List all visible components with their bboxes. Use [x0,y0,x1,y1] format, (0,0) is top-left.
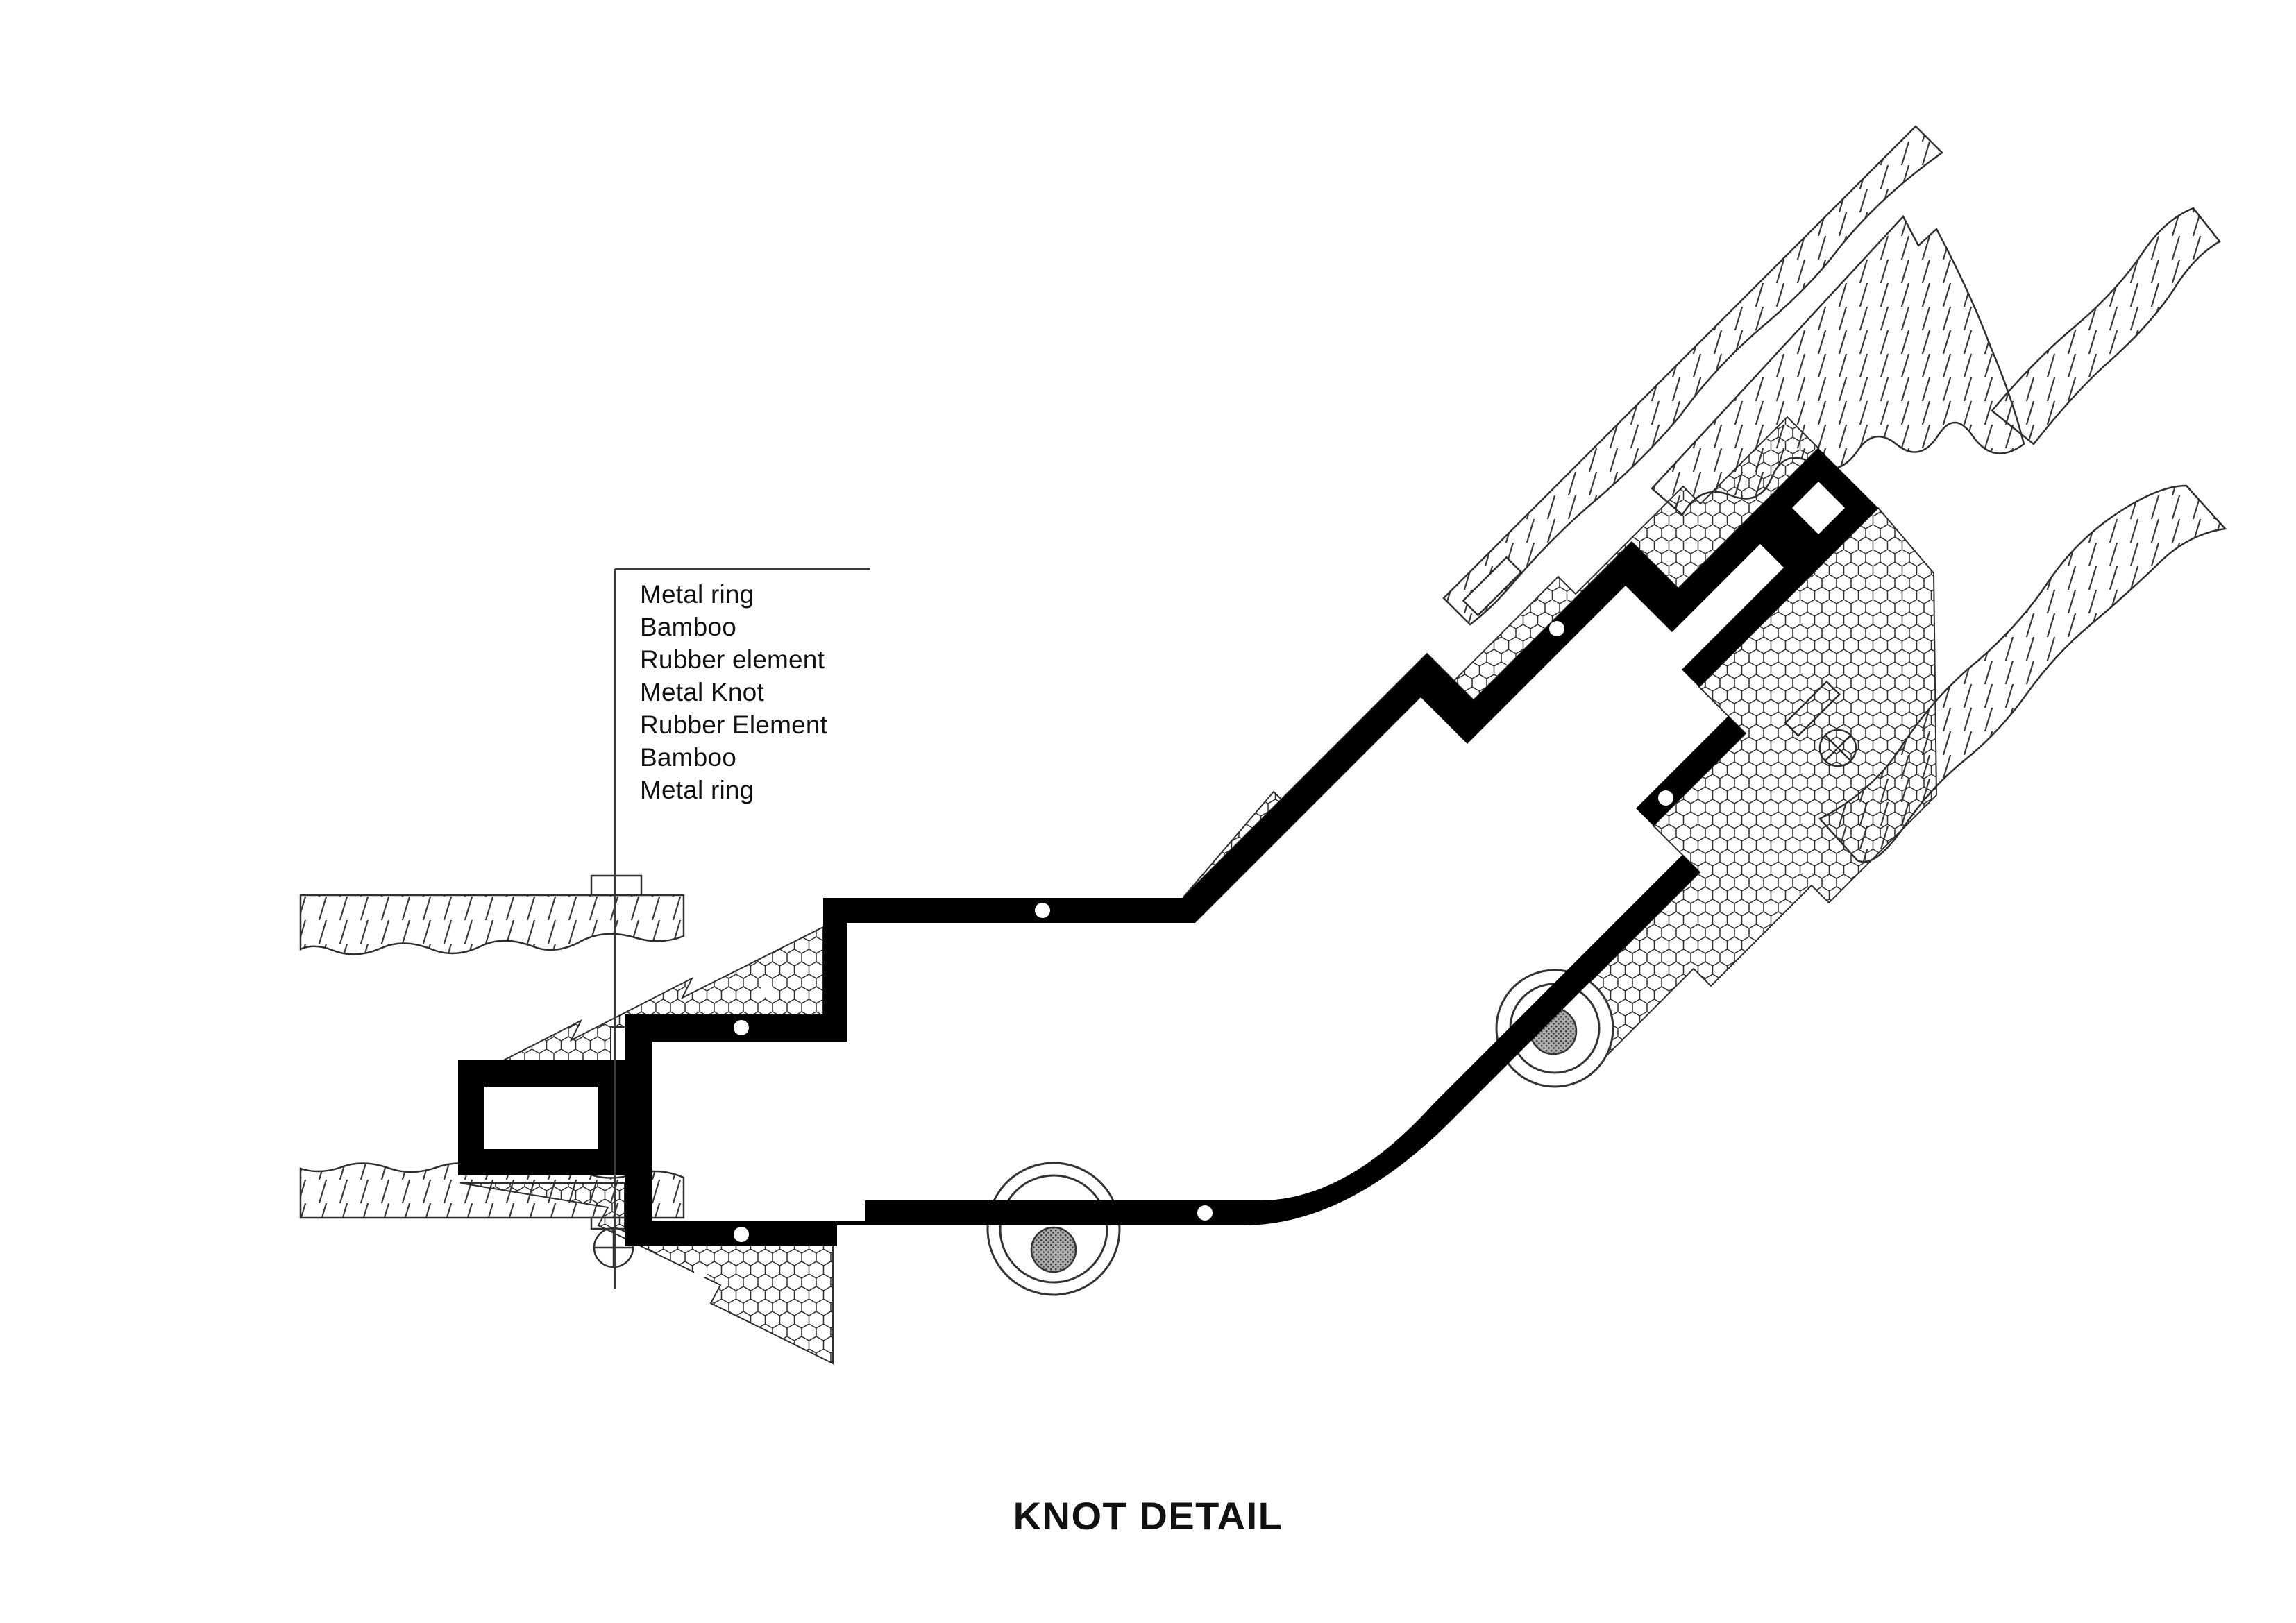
legend-item: Bamboo [640,613,737,641]
bamboo-strip-top-left [299,894,685,955]
leader-lines [614,568,870,1289]
legend-item: Metal Knot [640,678,764,706]
screw-seat-top [590,874,643,897]
bolts [986,969,1614,1296]
bamboo-strip-upper-diagonal [1442,125,1943,626]
rubber-wedge-upper-left [459,926,824,1083]
drawing-title: KNOT DETAIL [1013,1494,1283,1538]
legend-item: Rubber Element [640,711,828,739]
bamboo-strip-far-right [1991,207,2221,445]
metal-knot-profile [458,448,1878,1246]
legend-item: Bamboo [640,743,737,772]
bolt-section-icon [986,1162,1121,1296]
legend-item: Metal ring [640,580,754,609]
legend-item: Rubber element [640,645,825,674]
material-legend: Metal ring Bamboo Rubber element Metal K… [640,578,827,806]
knot-notch-holes [734,621,1673,1242]
rubber-vent-dots [694,984,774,1278]
legend-item: Metal ring [640,776,754,804]
bolt-section-icon [1495,969,1614,1088]
screw-seat-diagonal-upper [1462,556,1523,617]
